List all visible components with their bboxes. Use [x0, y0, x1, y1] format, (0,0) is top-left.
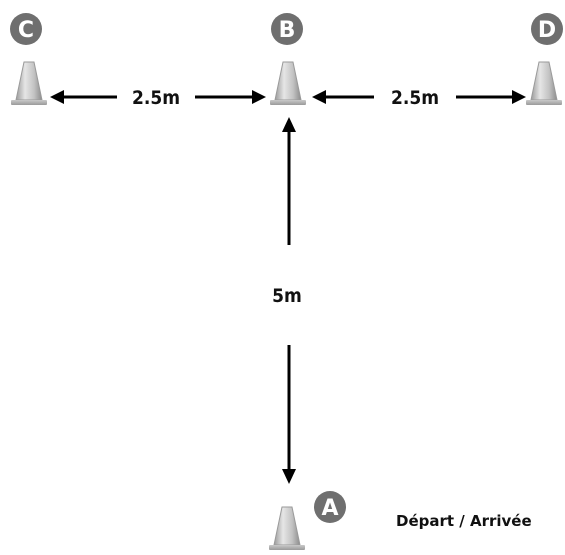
arrowhead-right-icon [512, 90, 526, 104]
cone-icon [269, 506, 305, 550]
cone-a: A [269, 491, 346, 550]
distance-label-a-b: 5m [272, 285, 302, 307]
badge-c-letter: C [18, 18, 34, 43]
arrowhead-up-icon [282, 117, 296, 132]
badge-d: D [531, 13, 563, 45]
distance-arrow-b-d: 2.5m [312, 87, 526, 109]
cone-icon [526, 61, 562, 105]
cone-d: D [526, 13, 563, 105]
arrowhead-left-icon [50, 90, 64, 104]
cone-c: C [10, 13, 47, 105]
arrowhead-left-icon [312, 90, 326, 104]
distance-arrow-c-b: 2.5m [50, 87, 266, 109]
cone-icon [11, 61, 47, 105]
badge-b-letter: B [279, 18, 296, 43]
distance-label-c-b: 2.5m [132, 87, 180, 109]
distance-label-b-d: 2.5m [391, 87, 439, 109]
badge-a-letter: A [321, 496, 338, 521]
distance-arrow-a-b: 5m [272, 117, 302, 484]
start-finish-label: Départ / Arrivée [396, 512, 532, 530]
cone-b: B [270, 13, 306, 105]
badge-d-letter: D [538, 18, 556, 43]
badge-b: B [271, 13, 303, 45]
arrowhead-down-icon [282, 469, 296, 484]
cone-icon [270, 61, 306, 105]
badge-a: A [314, 491, 346, 523]
badge-c: C [10, 13, 42, 45]
arrowhead-right-icon [252, 90, 266, 104]
